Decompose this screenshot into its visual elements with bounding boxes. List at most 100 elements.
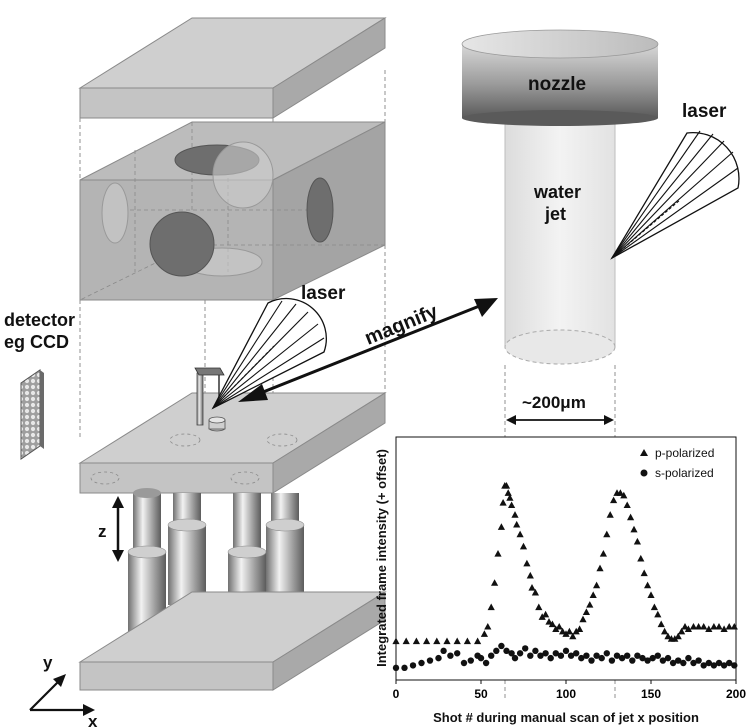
x-tick-label: 200 bbox=[726, 687, 746, 701]
data-point-s-polarized bbox=[700, 662, 707, 669]
data-point-p-polarized bbox=[664, 632, 672, 640]
x-tick-label: 50 bbox=[474, 687, 488, 701]
x-axis-label: x bbox=[88, 712, 98, 727]
data-point-s-polarized bbox=[603, 650, 610, 657]
laser-cone-left bbox=[211, 297, 327, 410]
water-jet-label-line2: jet bbox=[544, 204, 566, 224]
z-axis-label: z bbox=[98, 522, 107, 541]
laser-label-right: laser bbox=[682, 101, 727, 122]
translation-stage-rods bbox=[127, 488, 305, 644]
data-point-p-polarized bbox=[433, 637, 441, 645]
detector-label-line1: detector bbox=[4, 310, 75, 330]
data-point-s-polarized bbox=[542, 650, 549, 657]
laser-label-left: laser bbox=[301, 283, 346, 304]
data-point-s-polarized bbox=[460, 659, 468, 667]
data-point-s-polarized bbox=[715, 659, 723, 667]
jet-width-arrow bbox=[506, 415, 614, 425]
data-point-p-polarized bbox=[491, 579, 499, 586]
data-point-p-polarized bbox=[392, 637, 400, 645]
data-point-p-polarized bbox=[463, 637, 471, 645]
data-point-s-polarized bbox=[482, 659, 490, 667]
data-point-s-polarized bbox=[644, 657, 651, 664]
y-axis-label: y bbox=[43, 653, 53, 672]
data-point-s-polarized bbox=[583, 652, 590, 659]
laser-cone-right bbox=[610, 130, 740, 260]
data-point-s-polarized bbox=[639, 654, 646, 662]
data-point-s-polarized bbox=[516, 650, 524, 657]
data-point-p-polarized bbox=[720, 625, 728, 632]
data-point-p-polarized bbox=[572, 627, 580, 635]
data-point-s-polarized bbox=[522, 645, 529, 652]
chart-plot-area bbox=[395, 436, 737, 681]
data-point-s-polarized bbox=[649, 654, 656, 662]
data-point-p-polarized bbox=[647, 591, 655, 598]
data-point-s-polarized bbox=[532, 647, 539, 655]
data-point-s-polarized bbox=[634, 652, 641, 659]
chart-legend: p-polarized s-polarized bbox=[640, 446, 714, 480]
data-point-s-polarized bbox=[680, 659, 687, 667]
data-point-p-polarized bbox=[579, 615, 587, 623]
data-point-p-polarized bbox=[715, 622, 723, 630]
legend-marker-s-polarized bbox=[640, 469, 648, 477]
x-tick-label: 0 bbox=[393, 687, 400, 701]
data-point-p-polarized bbox=[725, 622, 733, 630]
data-point-s-polarized bbox=[664, 654, 672, 662]
data-point-p-polarized bbox=[730, 622, 738, 630]
legend-label-s-polarized: s-polarized bbox=[655, 466, 714, 480]
data-point-s-polarized bbox=[392, 664, 400, 672]
data-point-s-polarized bbox=[440, 647, 447, 655]
data-point-s-polarized bbox=[578, 654, 585, 662]
data-point-s-polarized bbox=[654, 652, 661, 659]
data-point-p-polarized bbox=[681, 622, 689, 630]
x-tick-label: 150 bbox=[641, 687, 661, 701]
data-point-s-polarized bbox=[552, 650, 559, 657]
data-point-s-polarized bbox=[454, 650, 461, 657]
data-point-s-polarized bbox=[705, 659, 712, 667]
data-point-p-polarized bbox=[474, 637, 482, 645]
data-point-s-polarized bbox=[685, 654, 692, 662]
data-point-p-polarized bbox=[610, 496, 618, 504]
data-point-s-polarized bbox=[690, 659, 697, 667]
data-point-p-polarized bbox=[596, 564, 604, 572]
data-point-p-polarized bbox=[497, 523, 505, 530]
data-point-p-polarized bbox=[480, 630, 488, 637]
data-point-s-polarized bbox=[493, 647, 500, 655]
data-point-s-polarized bbox=[562, 647, 570, 655]
z-axis-arrow bbox=[112, 496, 124, 562]
sample-stage-plate bbox=[78, 392, 387, 494]
data-point-s-polarized bbox=[573, 650, 580, 657]
data-point-p-polarized bbox=[565, 627, 573, 635]
data-point-p-polarized bbox=[633, 537, 641, 545]
data-point-p-polarized bbox=[412, 637, 420, 645]
jet-width-label: ~200μm bbox=[522, 393, 586, 412]
data-point-p-polarized bbox=[508, 501, 516, 509]
data-point-p-polarized bbox=[516, 530, 524, 538]
data-point-p-polarized bbox=[552, 625, 560, 632]
nozzle bbox=[461, 29, 659, 126]
data-point-s-polarized bbox=[598, 654, 605, 662]
chart-x-axis-title: Shot # during manual scan of jet x posit… bbox=[433, 710, 699, 725]
nozzle-label: nozzle bbox=[528, 74, 586, 95]
data-point-p-polarized bbox=[443, 637, 451, 645]
data-point-s-polarized bbox=[669, 659, 677, 667]
data-point-p-polarized bbox=[603, 530, 611, 538]
data-point-s-polarized bbox=[435, 654, 442, 662]
data-point-s-polarized bbox=[710, 662, 718, 669]
chart-y-axis-title: Integrated frame intensity (+ offset) bbox=[374, 449, 389, 667]
data-point-s-polarized bbox=[608, 657, 616, 664]
data-point-p-polarized bbox=[487, 603, 495, 611]
data-point-p-polarized bbox=[710, 622, 718, 630]
data-point-s-polarized bbox=[527, 652, 534, 659]
data-point-p-polarized bbox=[576, 625, 584, 632]
data-point-p-polarized bbox=[637, 554, 645, 562]
data-point-p-polarized bbox=[504, 489, 512, 496]
data-point-p-polarized bbox=[519, 542, 528, 550]
sample-holder bbox=[194, 367, 226, 432]
data-point-p-polarized bbox=[654, 610, 662, 618]
data-point-s-polarized bbox=[613, 652, 621, 659]
data-point-p-polarized bbox=[606, 511, 614, 518]
data-point-p-polarized bbox=[700, 622, 708, 630]
data-point-s-polarized bbox=[547, 654, 554, 662]
data-point-s-polarized bbox=[720, 662, 728, 669]
